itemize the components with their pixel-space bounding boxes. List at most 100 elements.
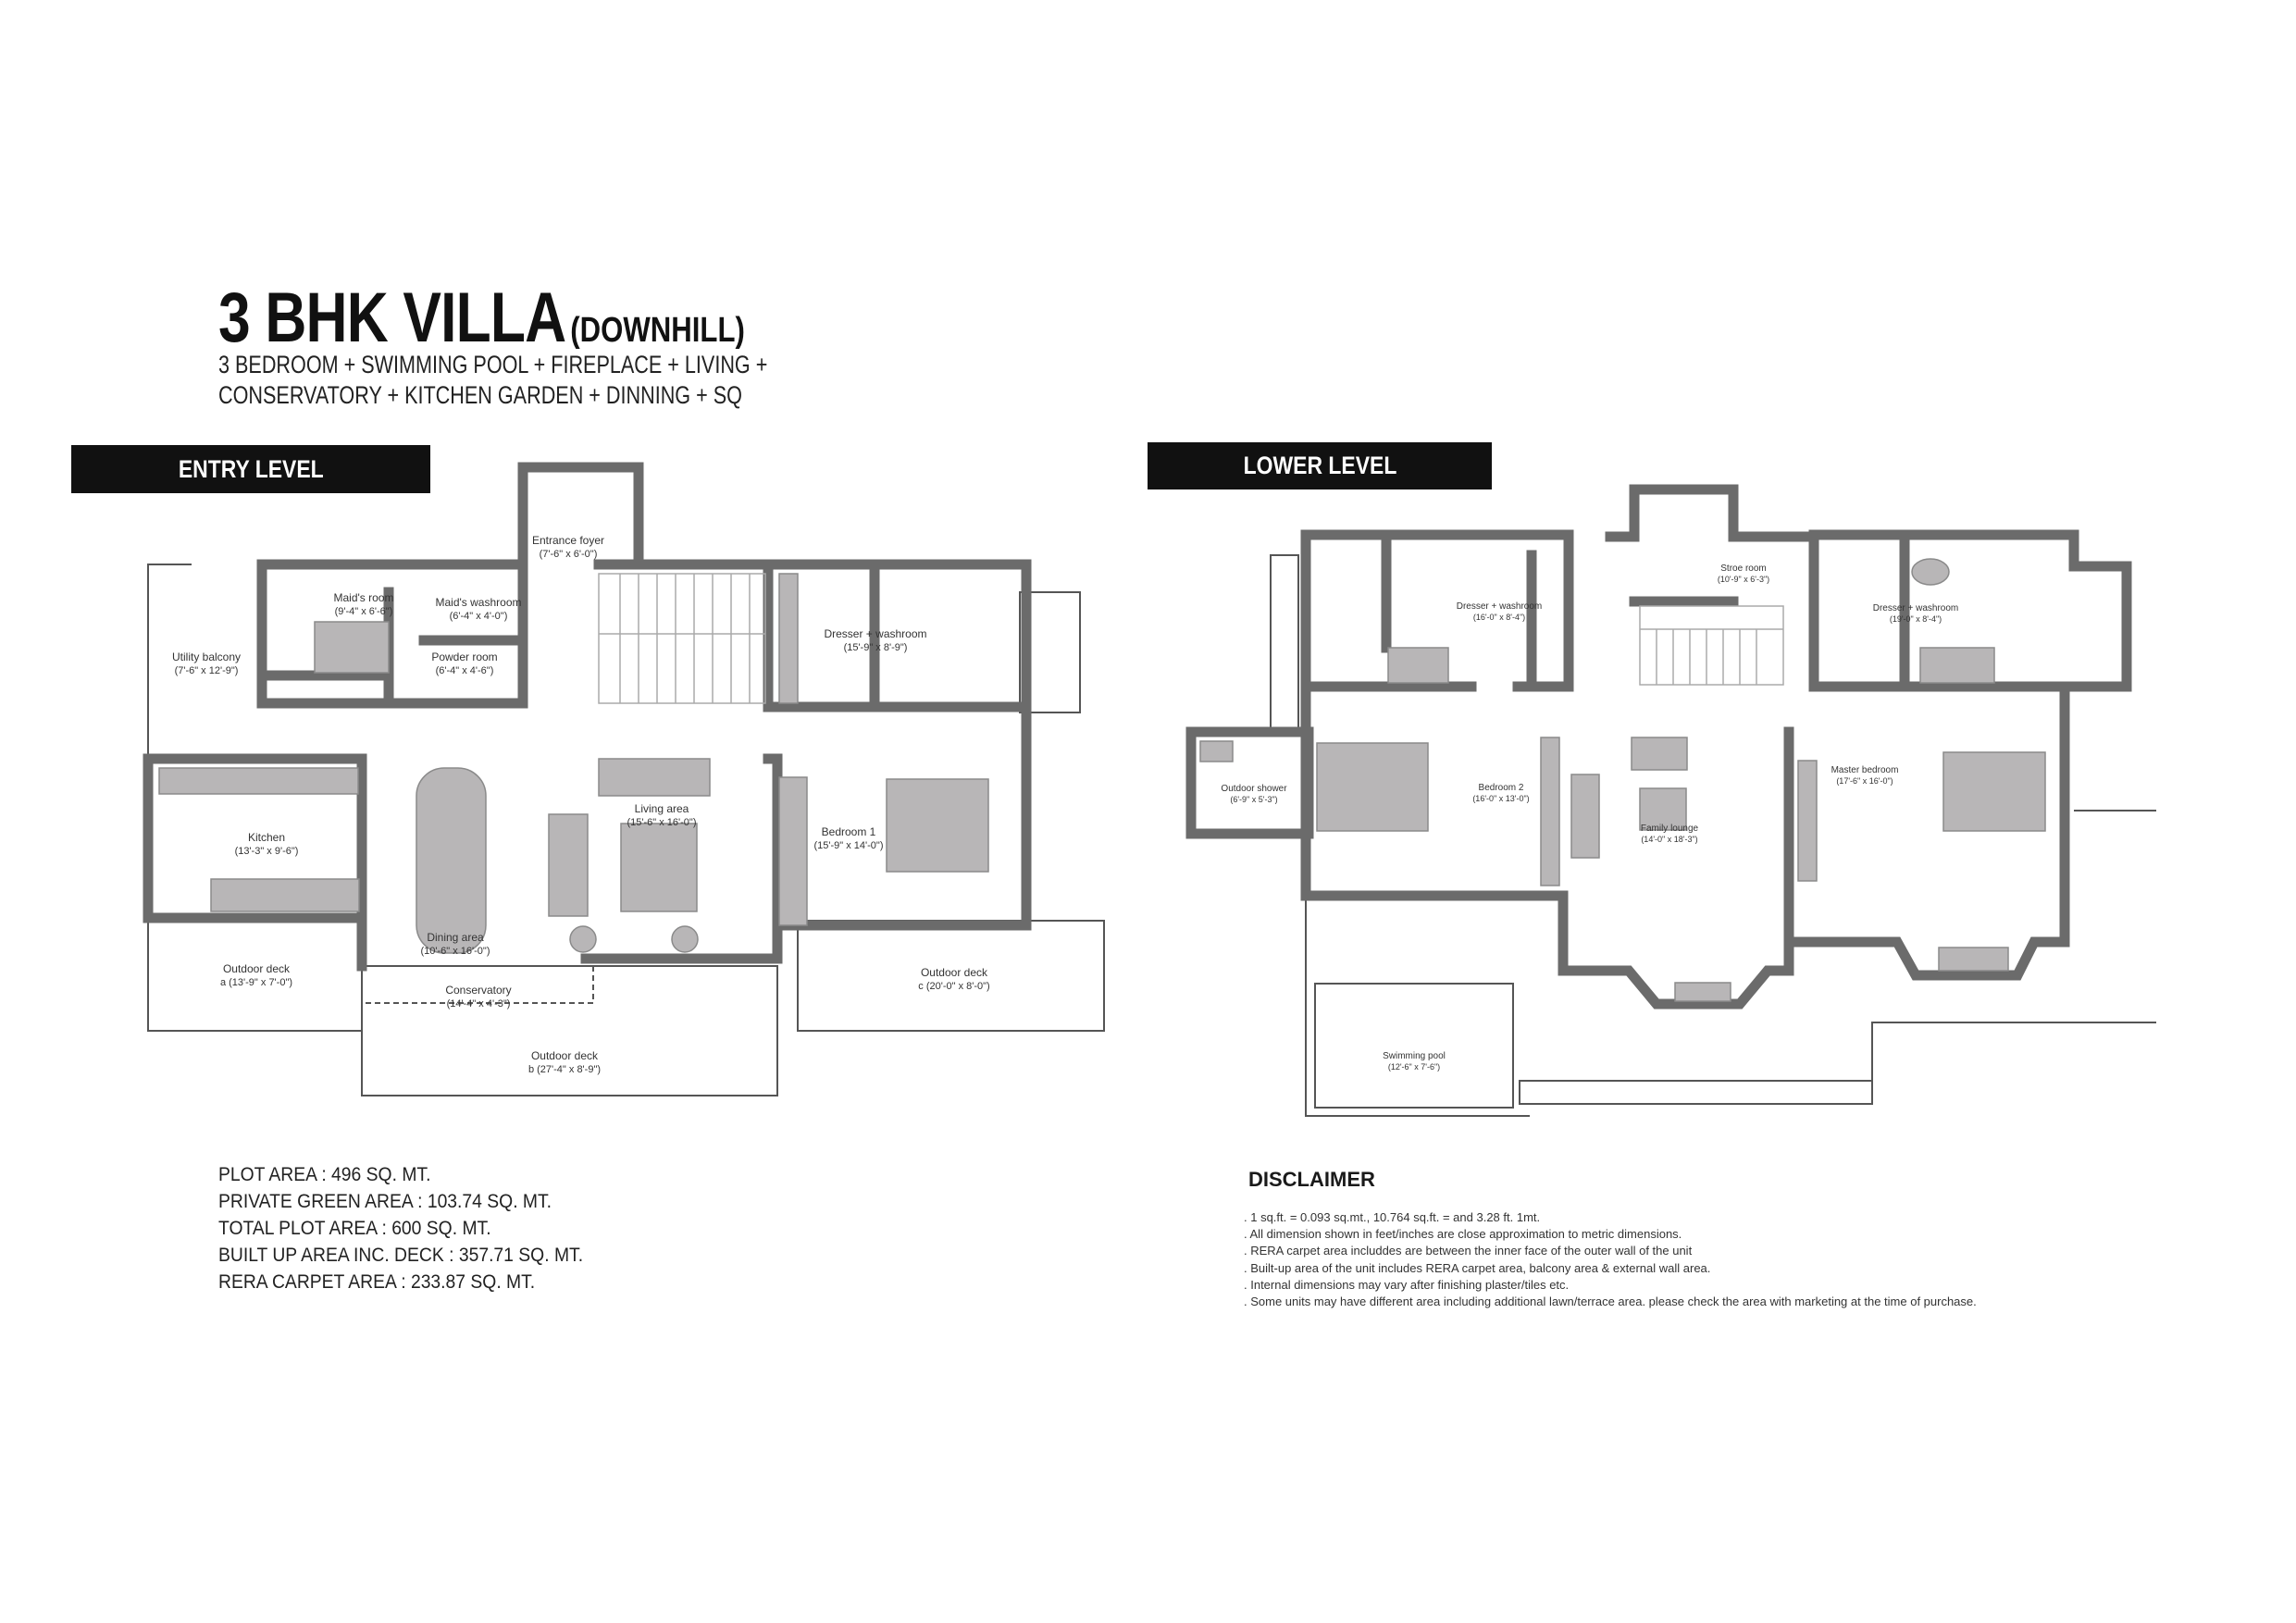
entry-room-dimension: (15'-6" x 16'-0"): [627, 817, 697, 828]
entry-room-name: Utility balcony: [172, 650, 241, 663]
vanity: [1387, 647, 1449, 684]
lower-level-text: LOWER LEVEL: [1243, 452, 1396, 479]
entry-level-label: ENTRY LEVEL: [71, 445, 430, 493]
chair: [569, 925, 597, 953]
entry-room-name: Maid's washroom: [436, 596, 522, 609]
entry-room-dimension: (15'-9" x 14'-0"): [814, 840, 884, 851]
wall: [1300, 529, 1574, 692]
entry-room-dimension: (7'-6" x 12'-9"): [175, 665, 239, 676]
lower-room-dimension: (14'-0" x 18'-3"): [1641, 835, 1697, 844]
lower-room-name: Dresser + washroom: [1457, 601, 1543, 612]
area-line: PLOT AREA : 496 SQ. MT.: [218, 1164, 431, 1185]
wardrobe: [778, 776, 808, 926]
lower-room-name: Master bedroom: [1831, 765, 1899, 775]
area-line: PRIVATE GREEN AREA : 103.74 SQ. MT.: [218, 1191, 552, 1212]
disclaimer-item: . RERA carpet area includdes are between…: [1244, 1244, 1693, 1258]
lower-level-plan: [1185, 484, 2156, 1117]
subtitle-line-1: 3 BEDROOM + SWIMMING POOL + FIREPLACE + …: [218, 351, 768, 378]
disclaimer-item: . 1 sq.ft. = 0.093 sq.mt., 10.764 sq.ft.…: [1244, 1210, 1541, 1224]
swimming-pool: [1314, 983, 1514, 1109]
bay-sofa: [1938, 947, 2009, 972]
entry-room-name: Kitchen: [248, 831, 285, 844]
kitchen-stove-counter: [210, 878, 360, 912]
entry-room-dimension: (10'-6" x 16'-0"): [421, 946, 490, 957]
lower-room-dimension: (17'-6" x 16'-0"): [1836, 776, 1893, 786]
entry-room-name: Living area: [635, 802, 689, 815]
lower-room-name: Bedroom 2: [1479, 783, 1524, 793]
entry-room-name: Outdoor deck: [223, 962, 291, 975]
lower-room-name: Swimming pool: [1383, 1051, 1446, 1061]
lower-room-name: Dresser + washroom: [1873, 603, 1959, 613]
wardrobe: [1797, 760, 1818, 882]
sofa: [1631, 737, 1688, 771]
lower-room-dimension: (10'-9" x 6'-3"): [1718, 575, 1769, 584]
lower-room-dimension: (16'-0" x 13'-0"): [1472, 794, 1529, 803]
right-balcony: [1019, 591, 1081, 713]
bathtub: [1911, 558, 1950, 586]
vanity: [1919, 647, 1995, 684]
entry-room-name: Entrance foyer: [532, 534, 604, 547]
entry-room-name: Bedroom 1: [822, 825, 876, 838]
master-bed: [1942, 751, 2046, 832]
wall: [1185, 726, 1314, 839]
wall: [1605, 484, 1819, 542]
wall: [1783, 681, 2070, 981]
staircase: [1639, 605, 1784, 686]
disclaimer-item: . All dimension shown in feet/inches are…: [1244, 1227, 1682, 1242]
coffee-table: [1639, 787, 1687, 831]
wall: [593, 559, 1032, 931]
disclaimer-item: . Built-up area of the unit includes RER…: [1244, 1260, 1711, 1275]
lower-room-dimension: (19'-0" x 8'-4"): [1890, 614, 1942, 624]
sofa: [598, 758, 711, 797]
lower-level-label: LOWER LEVEL: [1148, 442, 1492, 489]
entry-room-dimension: b (27'-4" x 8'-9"): [528, 1064, 601, 1075]
entry-room-dimension: c (20'-0" x 8'-0"): [918, 981, 989, 992]
disclaimer-item: . Internal dimensions may vary after fin…: [1244, 1277, 1570, 1292]
entry-room-name: Maid's room: [334, 591, 394, 604]
entry-room-dimension: (6'-4" x 4'-0"): [450, 611, 508, 622]
area-line: BUILT UP AREA INC. DECK : 357.71 SQ. MT.: [218, 1245, 584, 1266]
entry-room-name: Dresser + washroom: [824, 627, 926, 640]
wall: [580, 753, 783, 964]
conservatory-outline: [361, 965, 594, 1004]
entry-room-dimension: (7'-6" x 6'-0"): [540, 549, 598, 560]
disclaimer-item: . Some units may have different area inc…: [1244, 1295, 1977, 1309]
sofa: [1570, 774, 1600, 859]
lower-room-labels: Stroe room(10'-9" x 6'-3")Dresser + wash…: [1221, 564, 1958, 1072]
outdoor-deck-b: [361, 965, 778, 1096]
lower-room-name: Outdoor shower: [1221, 784, 1287, 794]
sofa: [548, 813, 589, 917]
disclaimer-list: . 1 sq.ft. = 0.093 sq.mt., 10.764 sq.ft.…: [1244, 1209, 1977, 1310]
entry-room-name: Conservatory: [445, 984, 511, 997]
wardrobe: [1540, 737, 1560, 886]
wall: [1808, 529, 2132, 692]
entry-room-dimension: (9'-4" x 6'-6"): [335, 606, 393, 617]
entry-room-labels: Entrance foyer (7'-6" x 6'-0") Maid's room…: [172, 534, 990, 1075]
wall: [143, 753, 367, 972]
title-main: 3 BHK VILLA: [218, 279, 566, 357]
entry-room-name: Dining area: [427, 931, 484, 944]
dresser-wardrobe: [778, 573, 799, 704]
subtitle: 3 BEDROOM + SWIMMING POOL + FIREPLACE + …: [218, 350, 767, 411]
wall: [1558, 726, 1794, 1010]
wall: [256, 462, 644, 570]
title-suffix: (DOWNHILL): [570, 311, 745, 350]
coffee-table: [620, 823, 698, 912]
kitchen-counter: [158, 767, 359, 795]
shower-sink: [1199, 740, 1234, 762]
entry-room-name: Outdoor deck: [531, 1049, 599, 1062]
area-line: TOTAL PLOT AREA : 600 SQ. MT.: [218, 1218, 491, 1239]
pool-deck: [1519, 1080, 1873, 1105]
lower-room-dimension: (12'-6" x 7'-6"): [1388, 1062, 1440, 1072]
disclaimer-heading: DISCLAIMER: [1248, 1168, 1375, 1191]
entry-room-name: Powder room: [431, 650, 497, 663]
page-title: 3 BHK VILLA(DOWNHILL): [218, 278, 745, 358]
lower-room-name: Family lounge: [1641, 824, 1699, 834]
chair: [671, 925, 699, 953]
staircase: [598, 573, 766, 704]
subtitle-line-2: CONSERVATORY + KITCHEN GARDEN + DINNING …: [218, 381, 742, 409]
entry-room-dimension: (15'-9" x 8'-9"): [844, 642, 908, 653]
entry-level-text: ENTRY LEVEL: [178, 454, 324, 483]
bay-sofa: [1674, 982, 1731, 1002]
